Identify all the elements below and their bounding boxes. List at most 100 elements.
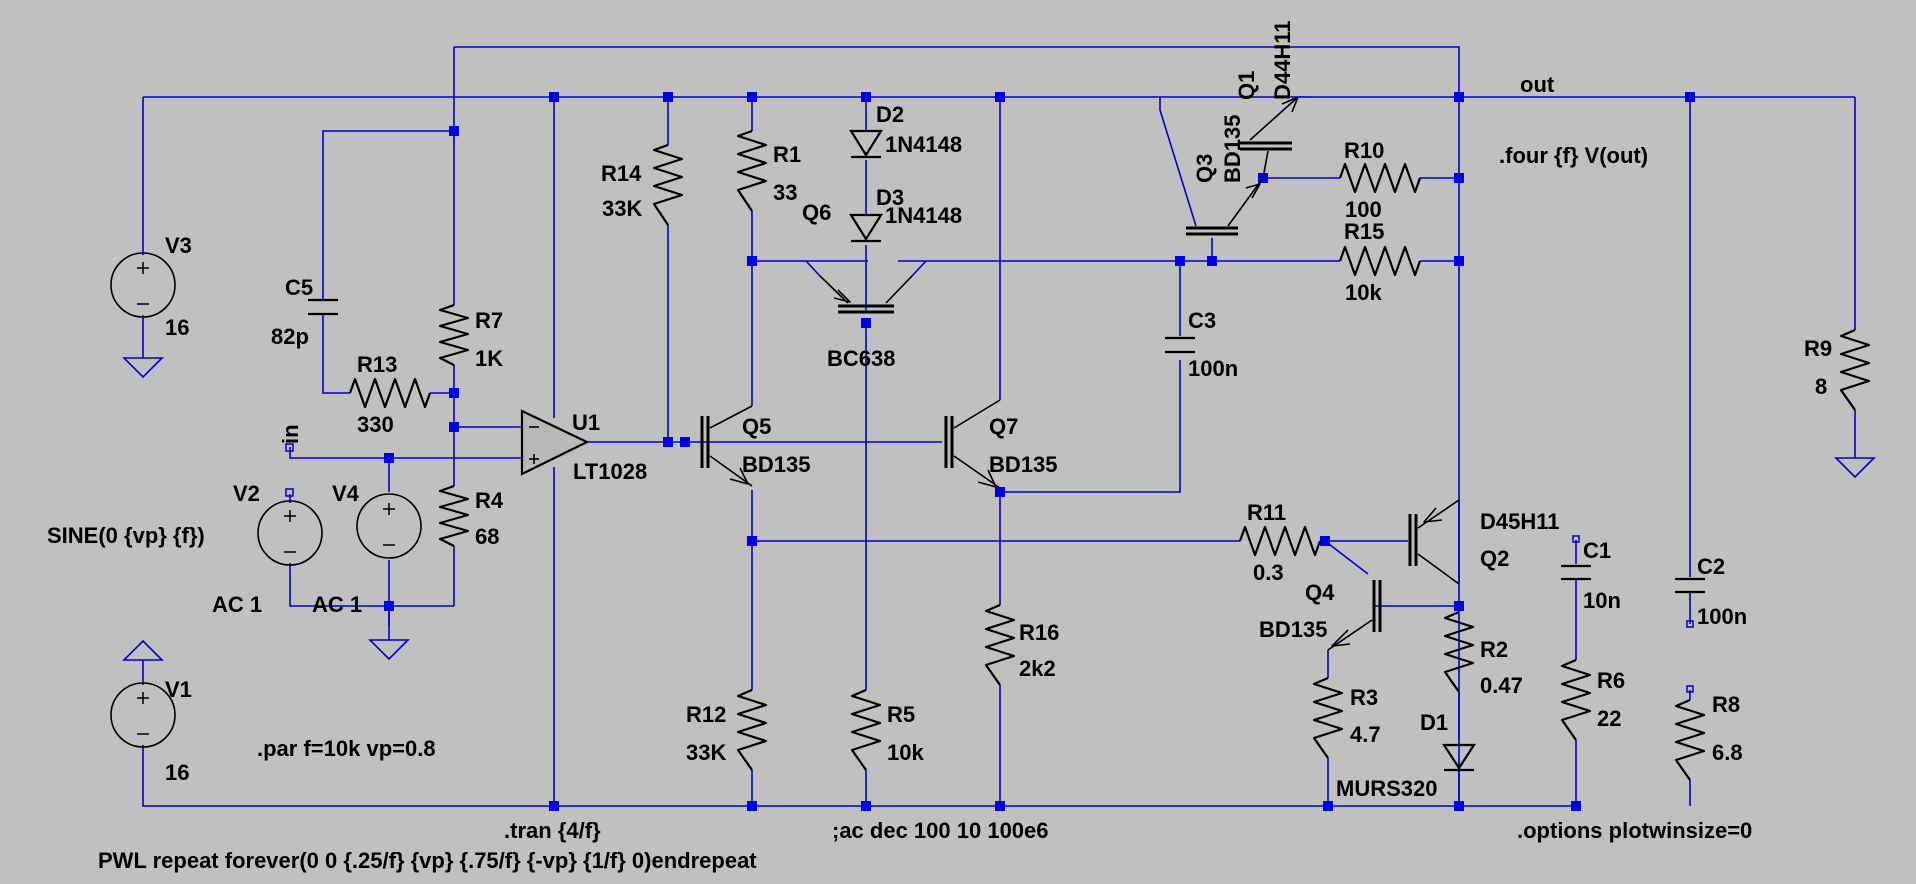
r15-label: R15 (1344, 219, 1384, 244)
r13-label: R13 (357, 352, 397, 377)
r4-label: R4 (475, 488, 504, 513)
par-directive: .par f=10k vp=0.8 (257, 736, 436, 761)
q2-transistor[interactable] (1408, 499, 1460, 585)
q5-value: BD135 (742, 452, 810, 477)
c2-value: 100n (1697, 604, 1747, 629)
r16-resistor[interactable] (984, 603, 1016, 686)
v2-ac: AC 1 (212, 592, 262, 617)
r9-resistor[interactable] (1839, 328, 1871, 411)
d3-diode[interactable] (849, 213, 883, 243)
u1-value: LT1028 (573, 459, 647, 484)
q1-transistor[interactable] (1240, 96, 1299, 179)
v4-ac: AC 1 (312, 592, 362, 617)
r10-resistor[interactable] (1338, 162, 1422, 194)
r6-value: 22 (1597, 706, 1621, 731)
ac-directive: ;ac dec 100 10 100e6 (832, 818, 1049, 843)
r12-value: 33K (686, 740, 726, 765)
options-directive: .options plotwinsize=0 (1517, 818, 1752, 843)
q5-transistor[interactable] (700, 405, 753, 487)
tran-directive: .tran {4/f} (504, 818, 601, 843)
q4-value: BD135 (1259, 617, 1327, 642)
v4-source[interactable] (356, 493, 422, 559)
r3-value: 4.7 (1350, 722, 1381, 747)
q3-transistor[interactable] (1186, 177, 1264, 236)
q7-value: BD135 (989, 452, 1057, 477)
q6-value: BC638 (827, 346, 895, 371)
r12-resistor[interactable] (736, 688, 768, 771)
d1-diode[interactable] (1441, 743, 1477, 772)
q6-label: Q6 (802, 200, 831, 225)
q2-label: Q2 (1480, 546, 1509, 571)
q4-label: Q4 (1305, 580, 1335, 605)
wires (142, 46, 1856, 807)
net-out-label: out (1520, 72, 1555, 97)
r5-label: R5 (887, 702, 915, 727)
q4-transistor[interactable] (1327, 580, 1382, 651)
q1-label: Q1 (1234, 71, 1259, 100)
r2-resistor[interactable] (1443, 610, 1475, 693)
r12-label: R12 (686, 702, 726, 727)
v2-label: V2 (233, 481, 260, 506)
v3-source[interactable] (110, 252, 176, 318)
c2-capacitor[interactable] (1675, 577, 1705, 628)
r1-resistor[interactable] (736, 129, 768, 212)
r11-resistor[interactable] (1238, 525, 1322, 557)
r4-value: 68 (475, 524, 499, 549)
r6-resistor[interactable] (1560, 658, 1592, 741)
spice-directives: .four {f} V(out) .par f=10k vp=0.8 .tran… (98, 143, 1752, 873)
in-pin (285, 443, 294, 452)
r13-resistor[interactable] (348, 377, 432, 409)
q3-label: Q3 (1192, 154, 1217, 183)
ground-icon (1834, 457, 1876, 479)
r6-label: R6 (1597, 668, 1625, 693)
q1-value: D44H11 (1270, 20, 1295, 100)
d2-value: 1N4148 (885, 132, 962, 157)
r8-resistor[interactable] (1674, 685, 1706, 781)
r15-value: 10k (1345, 280, 1382, 305)
r14-resistor[interactable] (652, 143, 684, 226)
q6-transistor[interactable] (819, 275, 913, 314)
v1-label: V1 (165, 677, 192, 702)
c5-value: 82p (271, 324, 309, 349)
c1-capacitor[interactable] (1561, 535, 1591, 581)
v1-value: 16 (165, 760, 189, 785)
r1-value: 33 (773, 180, 797, 205)
r16-value: 2k2 (1019, 656, 1056, 681)
r11-label: R11 (1247, 500, 1286, 525)
r13-value: 330 (357, 412, 394, 437)
r7-resistor[interactable] (438, 303, 470, 366)
junctions (384, 92, 1695, 811)
r14-label: R14 (601, 161, 642, 186)
q7-label: Q7 (989, 414, 1018, 439)
d2-diode[interactable] (849, 129, 883, 159)
r15-resistor[interactable] (1338, 245, 1422, 277)
u1-label: U1 (572, 410, 600, 435)
r10-value: 100 (1345, 197, 1382, 222)
component-labels: out in V3 16 V1 16 V2 SINE(0 {vp} {f}) A… (47, 20, 1832, 801)
d3-label: D3 (876, 185, 904, 210)
r3-resistor[interactable] (1312, 676, 1344, 759)
c5-capacitor[interactable] (308, 298, 338, 316)
r8-value: 6.8 (1712, 740, 1743, 765)
q7-transistor[interactable] (944, 399, 1001, 489)
r3-label: R3 (1350, 685, 1378, 710)
ground-icon (368, 639, 410, 661)
r2-label: R2 (1480, 637, 1508, 662)
c2-label: C2 (1697, 554, 1725, 579)
u1-opamp[interactable] (520, 409, 590, 476)
r2-value: 0.47 (1480, 673, 1523, 698)
r11-value: 0.3 (1253, 560, 1284, 585)
v2-source[interactable] (257, 488, 323, 566)
v2-value: SINE(0 {vp} {f}) (47, 523, 205, 548)
r4-resistor[interactable] (438, 484, 470, 547)
v3-label: V3 (165, 233, 192, 258)
v1-source[interactable] (110, 682, 176, 748)
q5-label: Q5 (742, 414, 771, 439)
r9-label: R9 (1804, 336, 1832, 361)
r5-resistor[interactable] (850, 688, 882, 771)
d1-label: D1 (1420, 710, 1448, 735)
r10-label: R10 (1344, 138, 1384, 163)
c3-capacitor[interactable] (1165, 336, 1195, 354)
ground-icon (122, 357, 164, 379)
